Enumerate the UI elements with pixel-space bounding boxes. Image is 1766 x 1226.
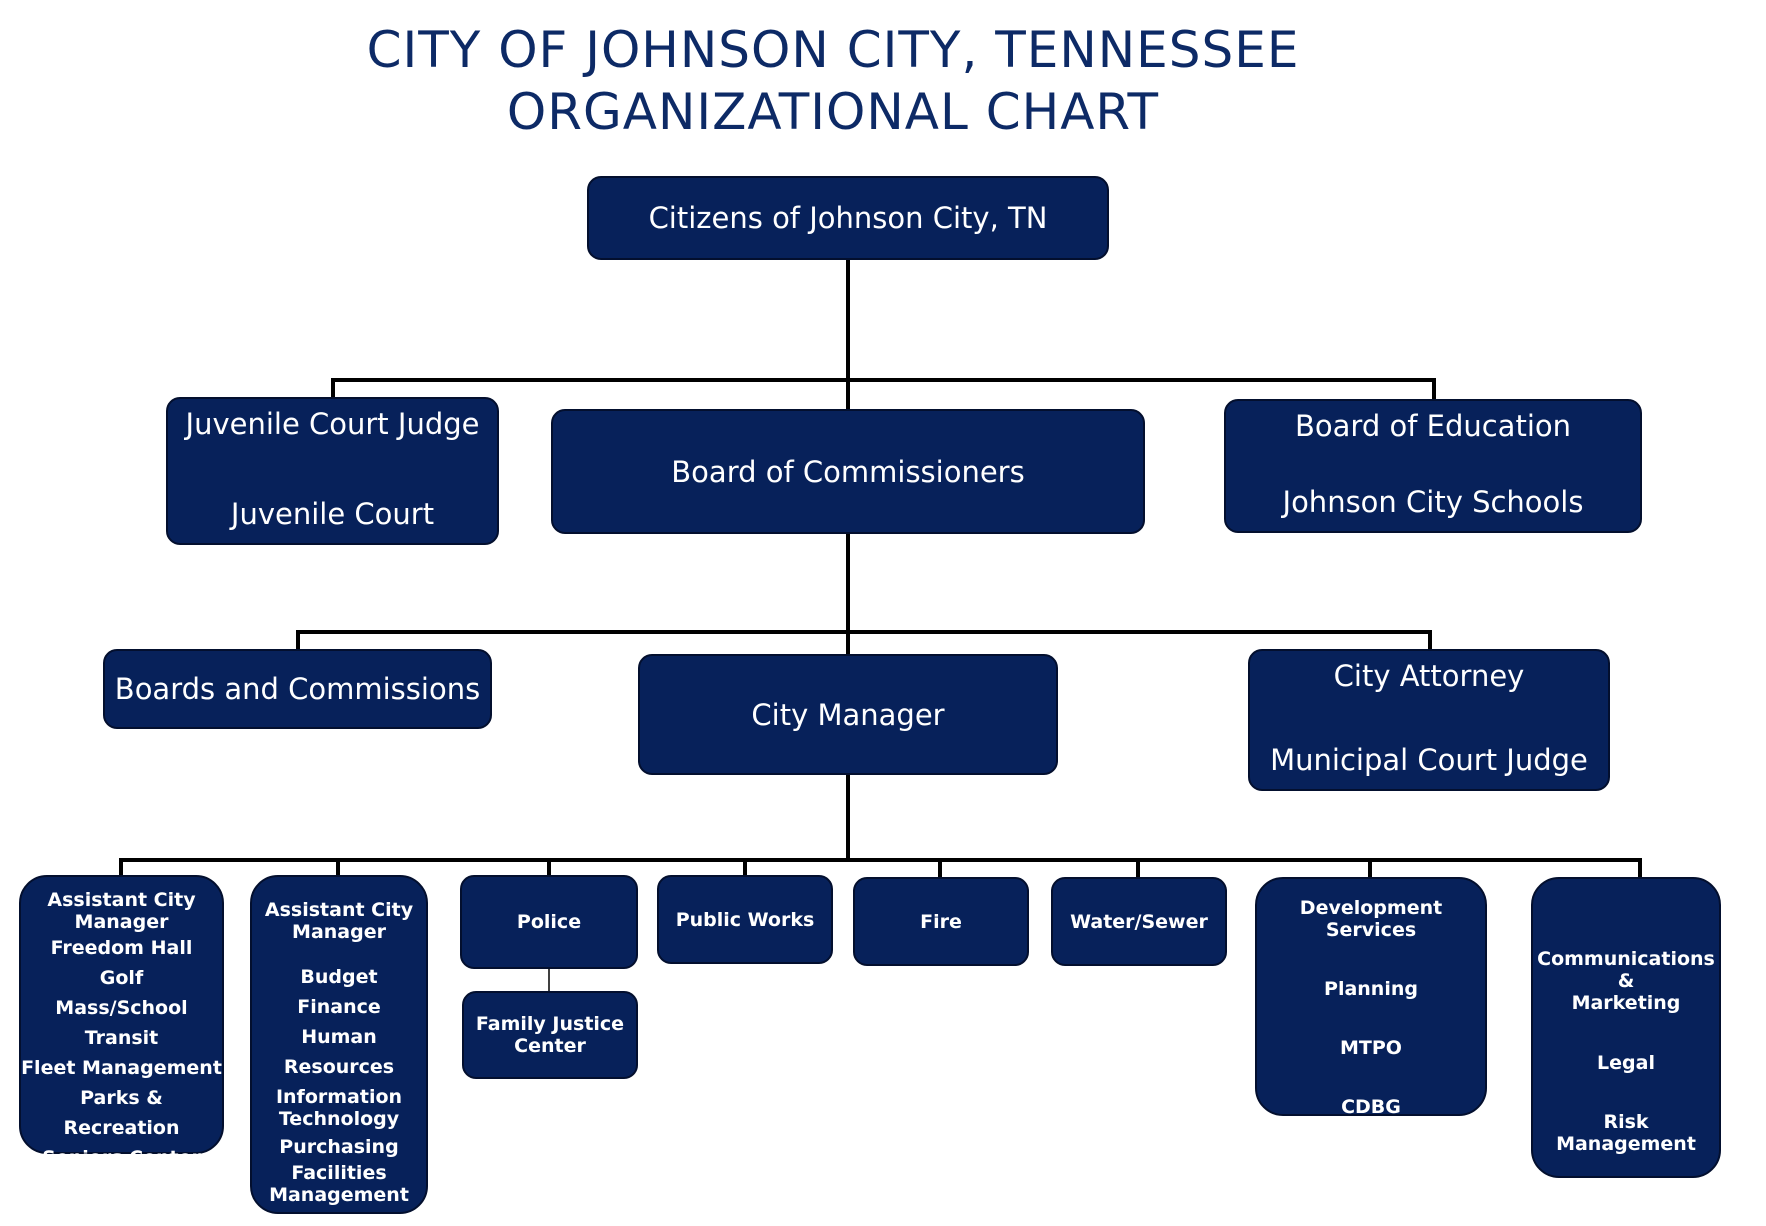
acm1-item: Seniors Center — [42, 1147, 201, 1169]
city-attorney-label: City Attorney — [1333, 659, 1525, 693]
fire-box: Fire — [853, 877, 1029, 966]
communications-title-line-1: Communications & — [1537, 948, 1715, 992]
acm1-title-line-1: Assistant City — [47, 889, 196, 911]
johnson-city-schools-label: Johnson City Schools — [1282, 485, 1584, 519]
acm2-item: Technology — [278, 1108, 400, 1130]
acm2-item: Human Resources — [283, 1026, 395, 1078]
water-sewer-label: Water/Sewer — [1070, 910, 1208, 933]
police-label: Police — [516, 911, 582, 933]
acm2-title-line-2: Manager — [292, 921, 386, 943]
boards-and-commissions-box: Boards and Commissions — [103, 649, 492, 729]
public-works-label: Public Works — [675, 908, 815, 931]
citizens-box: Citizens of Johnson City, TN — [587, 176, 1109, 260]
communications-item: Risk Management — [1556, 1111, 1696, 1155]
communications-title-line-2: Marketing — [1571, 992, 1681, 1014]
city-manager-label: City Manager — [751, 697, 945, 732]
citizens-label: Citizens of Johnson City, TN — [648, 201, 1048, 235]
municipal-court-judge-label: Municipal Court Judge — [1270, 743, 1588, 777]
acm2-item: Finance — [297, 996, 381, 1018]
development-item: Planning — [1324, 978, 1418, 1000]
board-of-education-label: Board of Education — [1295, 409, 1571, 443]
board-of-commissioners-label: Board of Commissioners — [671, 454, 1025, 489]
communications-item: Legal — [1597, 1052, 1655, 1074]
development-item: CDBG — [1341, 1096, 1401, 1118]
assistant-city-manager-2-box: Assistant City Manager Budget Finance Hu… — [250, 875, 428, 1214]
acm1-item: Mass/School Transit — [55, 997, 188, 1049]
board-of-commissioners-box: Board of Commissioners — [551, 409, 1145, 534]
fire-label: Fire — [920, 910, 962, 933]
family-justice-center-box: Family Justice Center — [462, 991, 638, 1079]
family-justice-label-line-1: Family Justice — [475, 1013, 625, 1035]
city-attorney-box: City Attorney Municipal Court Judge — [1248, 649, 1610, 791]
juvenile-court-judge-label: Juvenile Court Judge — [185, 407, 480, 441]
development-item: MTPO — [1340, 1037, 1402, 1059]
public-works-box: Public Works — [657, 875, 833, 964]
acm2-item: Facilities — [291, 1162, 387, 1184]
acm2-item: Management — [269, 1184, 409, 1206]
boards-and-commissions-label: Boards and Commissions — [114, 672, 481, 706]
city-manager-box: City Manager — [638, 654, 1058, 775]
acm1-title-line-2: Manager — [74, 911, 169, 933]
chart-title-line-1: CITY OF JOHNSON CITY, TENNESSEE — [366, 21, 1300, 79]
police-box: Police — [460, 875, 638, 969]
development-services-label: Development Services — [1299, 897, 1443, 941]
acm1-item: Golf — [99, 967, 144, 989]
chart-title-line-2: ORGANIZATIONAL CHART — [506, 83, 1160, 141]
juvenile-court-box: Juvenile Court Judge Juvenile Court — [166, 397, 499, 545]
acm1-item: Freedom Hall — [50, 937, 193, 959]
communications-box: Communications & Marketing Legal Risk Ma… — [1531, 877, 1721, 1178]
board-of-education-box: Board of Education Johnson City Schools — [1224, 399, 1642, 533]
development-services-box: Development Services Planning MTPO CDBG — [1255, 877, 1487, 1118]
acm1-item: Fleet Management — [21, 1057, 222, 1079]
juvenile-court-label: Juvenile Court — [230, 497, 435, 531]
acm1-item: Parks & Recreation — [63, 1087, 180, 1139]
water-sewer-box: Water/Sewer — [1051, 877, 1227, 966]
acm2-item: Purchasing — [279, 1136, 399, 1158]
family-justice-label-line-2: Center — [514, 1035, 586, 1057]
acm2-title-line-1: Assistant City — [264, 899, 414, 921]
acm2-item: Budget — [300, 966, 378, 988]
acm2-item: Information — [275, 1086, 403, 1108]
assistant-city-manager-1-box: Assistant City Manager Freedom Hall Golf… — [19, 875, 224, 1169]
